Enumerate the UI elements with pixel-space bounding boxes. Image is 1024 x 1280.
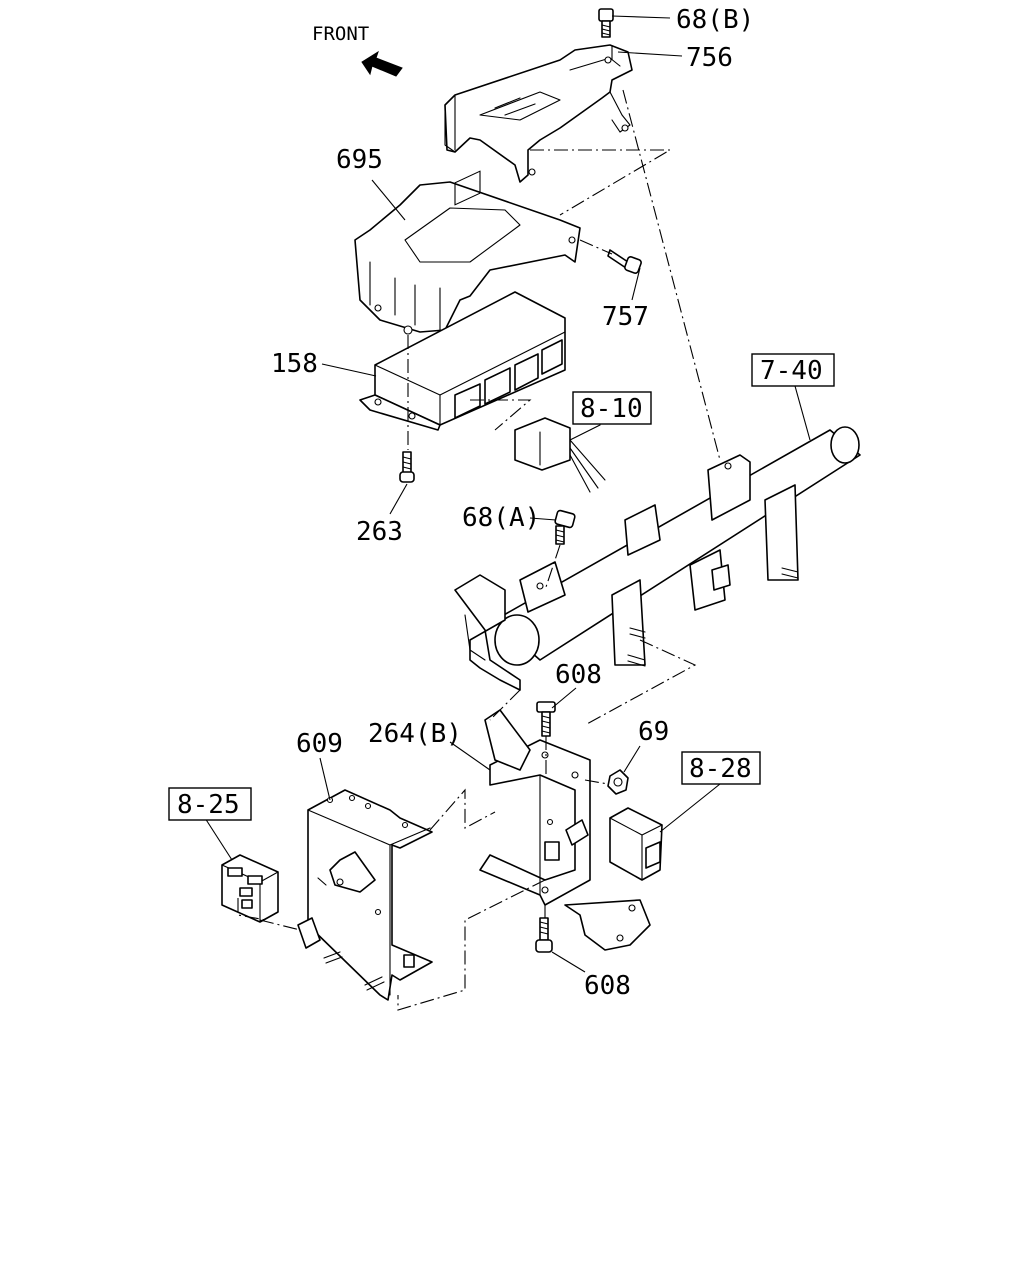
bracket-264b [479, 709, 651, 951]
ref-810: 8-10 [580, 394, 643, 424]
ref-box-828 [681, 751, 761, 785]
ecu-module-158 [359, 170, 566, 431]
ref-828: 8-28 [689, 754, 752, 784]
part-labels: 68(B) 756 695 757 158 263 68(A) 608 69 2… [271, 5, 754, 1001]
reference-labels: 8-10 7-40 8-28 8-25 [168, 353, 835, 821]
label-264b: 264(B) [368, 719, 462, 749]
label-756: 756 [686, 43, 733, 73]
ecu-bracket-695 [354, 181, 581, 335]
front-arrow-icon [361, 50, 403, 77]
label-263: 263 [356, 517, 403, 547]
upper-bracket-756 [444, 44, 633, 183]
label-608-lower: 608 [584, 971, 631, 1001]
bolt-757 [607, 249, 642, 274]
label-68a: 68(A) [462, 503, 540, 533]
ref-box-825 [168, 787, 252, 821]
leader-lines [204, 15, 811, 973]
ref-825: 8-25 [177, 790, 240, 820]
bracket-609 [297, 789, 433, 1001]
bolt-608-upper [536, 701, 556, 737]
wire-connector [514, 417, 606, 493]
label-609: 609 [296, 729, 343, 759]
front-label: FRONT [312, 23, 369, 45]
bolt-263 [399, 451, 415, 483]
assembly-lines [237, 46, 721, 1011]
label-757: 757 [602, 302, 649, 332]
label-158: 158 [271, 349, 318, 379]
relay-box-825 [221, 854, 279, 923]
ref-box-740 [751, 353, 835, 387]
bolt-68b [598, 8, 614, 38]
label-68b: 68(B) [676, 5, 754, 35]
nut-69 [607, 769, 629, 795]
bolt-608-lower [535, 917, 553, 953]
bolt-68a [554, 509, 576, 545]
ref-740: 7-40 [760, 356, 823, 386]
label-608-upper: 608 [555, 660, 602, 690]
module-828 [609, 807, 663, 881]
label-695: 695 [336, 145, 383, 175]
ref-box-810 [572, 391, 652, 425]
cross-beam [454, 426, 861, 691]
label-69: 69 [638, 717, 669, 747]
